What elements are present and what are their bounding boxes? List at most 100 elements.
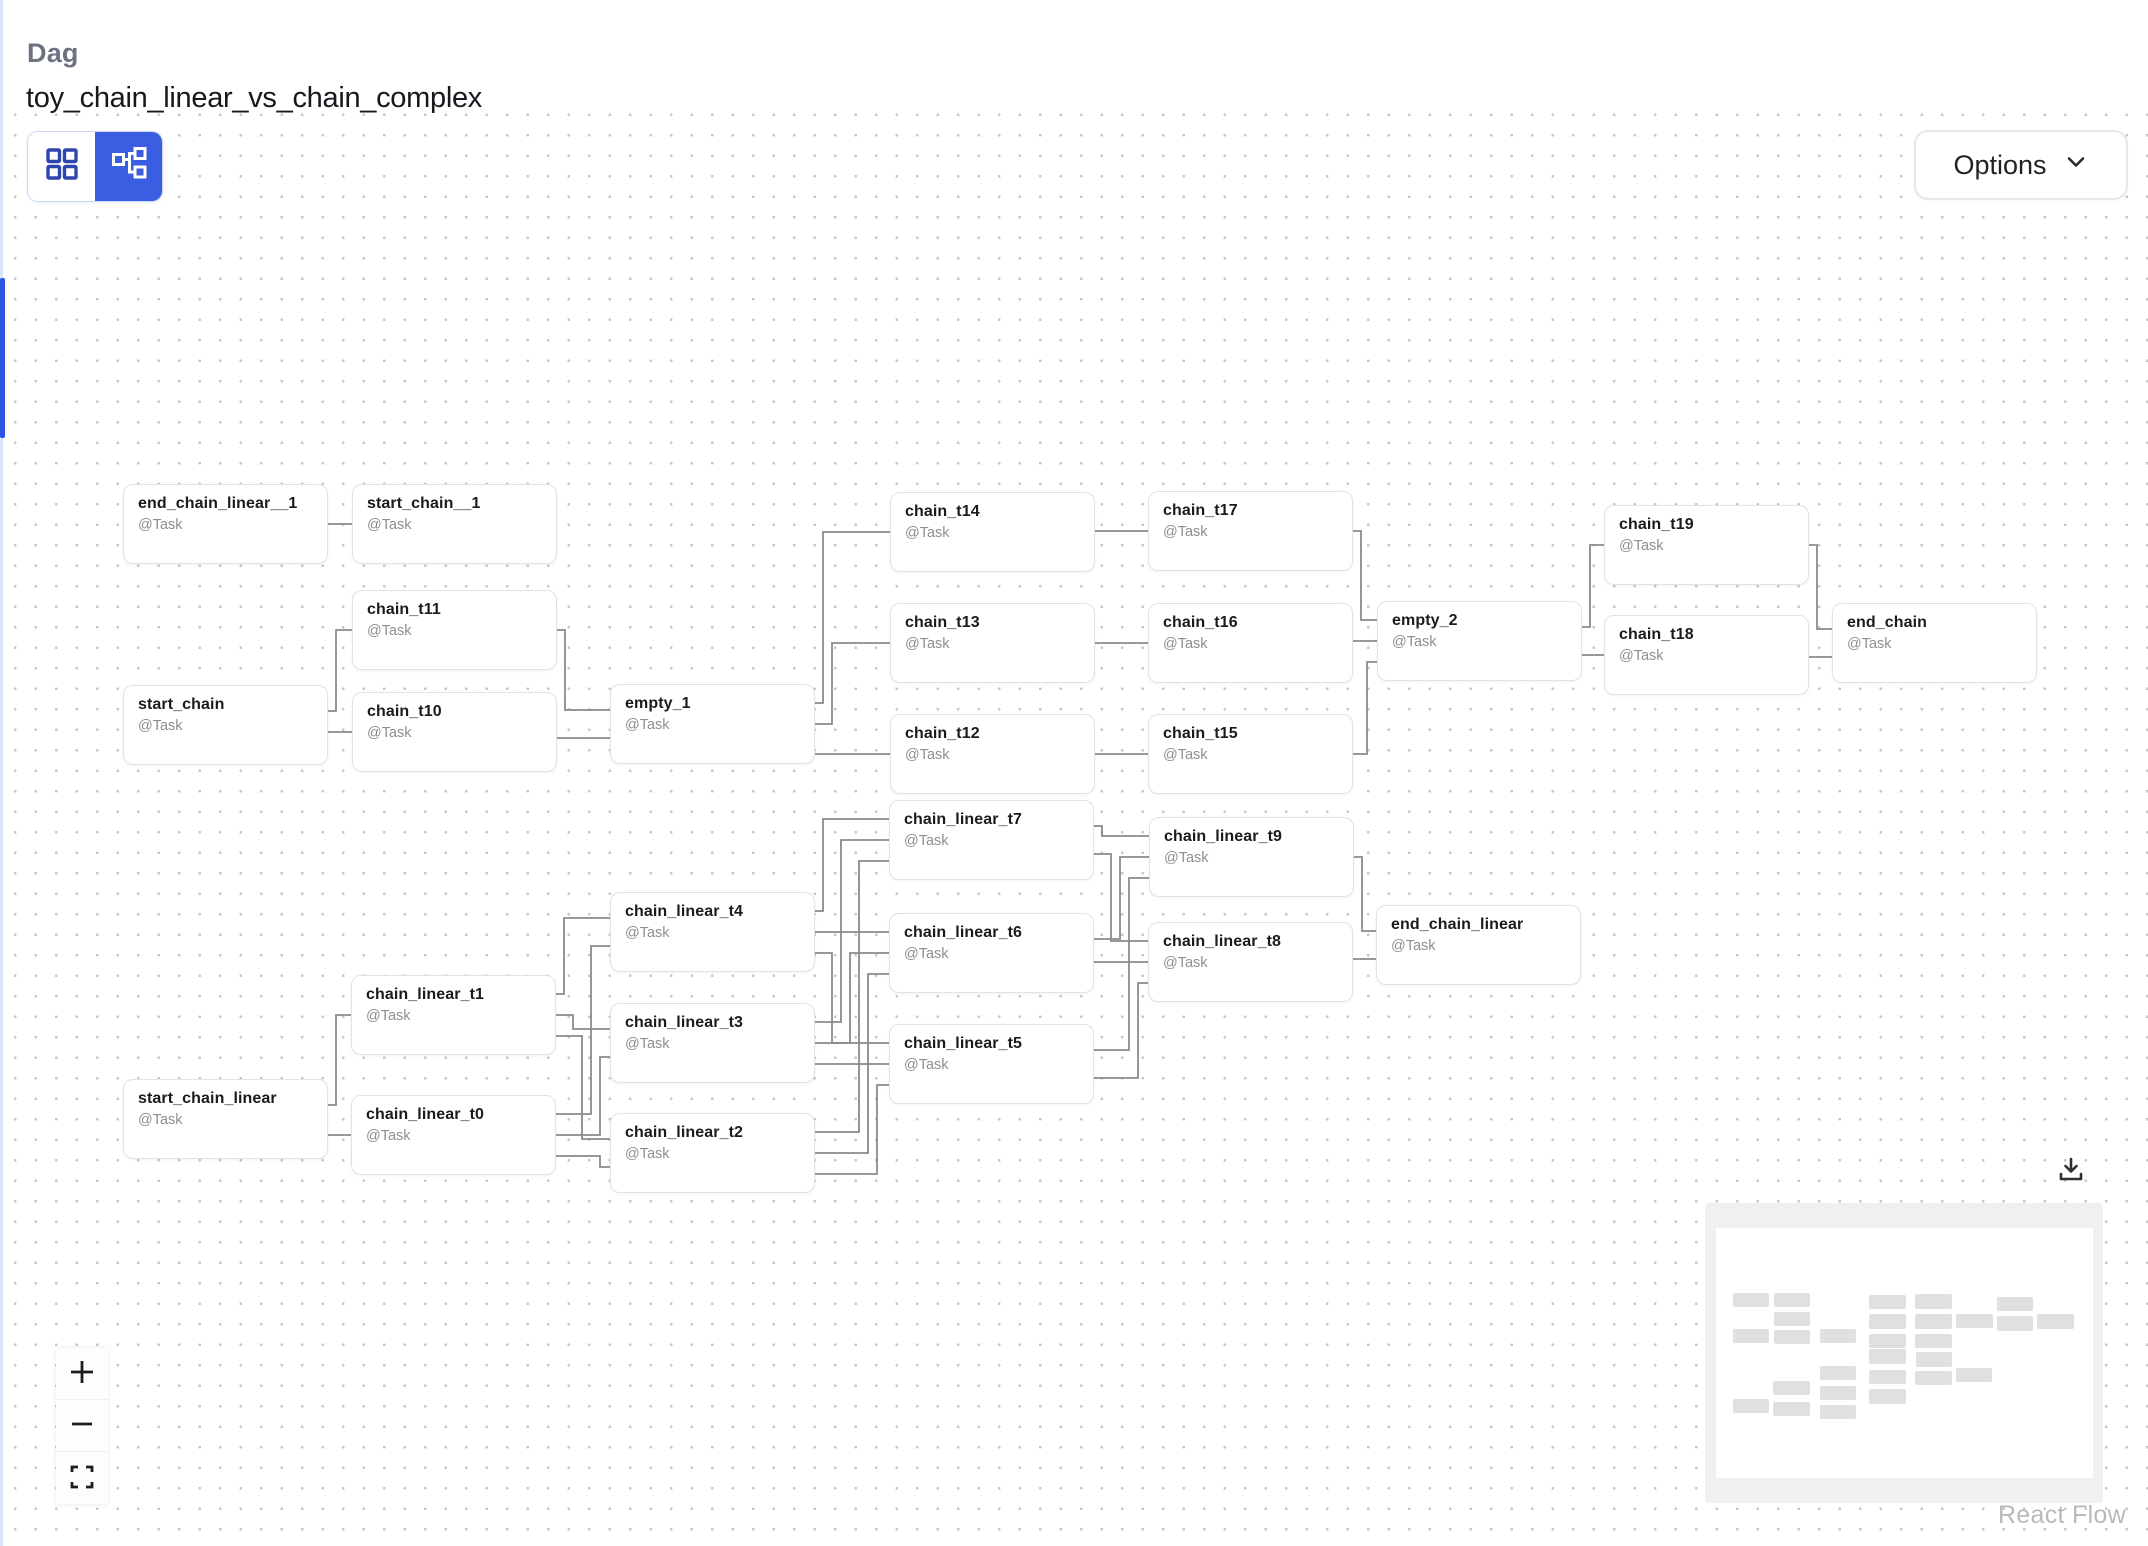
task-node-title: chain_t12 bbox=[905, 725, 980, 742]
task-node-subtitle: @Task bbox=[1619, 648, 1664, 664]
edge-chain_linear_t3-to-chain_linear_t6 bbox=[815, 952, 889, 1044]
task-node-start_chain__1[interactable]: start_chain__1@Task bbox=[352, 484, 557, 564]
task-node-subtitle: @Task bbox=[1163, 955, 1208, 971]
task-node-subtitle: @Task bbox=[1163, 636, 1208, 652]
chevron-down-icon bbox=[2063, 149, 2089, 182]
task-node-subtitle: @Task bbox=[905, 747, 950, 763]
task-node-subtitle: @Task bbox=[625, 925, 670, 941]
task-node-chain_t12[interactable]: chain_t12 @Task bbox=[890, 714, 1095, 794]
options-button[interactable]: Options bbox=[1914, 130, 2128, 200]
zoom-controls bbox=[56, 1348, 108, 1504]
task-node-start_chain[interactable]: start_chain@Task bbox=[123, 685, 328, 765]
options-button-label: Options bbox=[1953, 149, 2047, 180]
task-node-title: chain_linear_t2 bbox=[625, 1124, 743, 1141]
task-node-end_chain_linear[interactable]: end_chain_linear@Task bbox=[1376, 905, 1581, 985]
task-node-chain_linear_t7[interactable]: chain_linear_t7@Task bbox=[889, 800, 1094, 880]
task-node-title: chain_t11 bbox=[367, 601, 441, 618]
task-node-title: chain_t16 bbox=[1163, 614, 1238, 631]
task-node-chain_linear_t9[interactable]: chain_linear_t9 @Task bbox=[1149, 817, 1354, 897]
edge-chain_linear_t2-to-chain_linear_t7 bbox=[815, 860, 889, 1133]
edge-chain_t15-to-empty_2 bbox=[1353, 661, 1377, 755]
edge-chain_linear_t1-to-chain_linear_t3 bbox=[556, 1014, 610, 1030]
task-node-chain_t13[interactable]: chain_t13@Task bbox=[890, 603, 1095, 683]
task-node-chain_linear_t3[interactable]: chain_linear_t3@Task bbox=[610, 1003, 815, 1083]
task-node-chain_linear_t0[interactable]: chain_linear_t0 @Task bbox=[351, 1095, 556, 1175]
task-node-subtitle: @Task bbox=[1392, 634, 1437, 650]
task-node-empty_1[interactable]: empty_1@Task bbox=[610, 684, 815, 764]
edge-chain_linear_t4-to-chain_linear_t5 bbox=[815, 952, 889, 1044]
task-node-title: empty_1 bbox=[625, 695, 691, 712]
edge-chain_linear_t3-to-chain_linear_t7 bbox=[815, 839, 889, 1023]
task-node-chain_linear_t1[interactable]: chain_linear_t1@Task bbox=[351, 975, 556, 1055]
edge-chain_linear_t1-to-chain_linear_t4 bbox=[556, 917, 610, 995]
minimap-node-end_chain_linear__1 bbox=[1732, 1293, 1770, 1308]
edge-chain_t11-to-empty_1 bbox=[557, 629, 610, 711]
task-node-subtitle: @Task bbox=[1164, 850, 1209, 866]
page-header: Dag toy_chain_linear_vs_chain_complex bbox=[0, 0, 2148, 114]
task-node-subtitle: @Task bbox=[625, 1146, 670, 1162]
task-node-title: chain_t10 bbox=[367, 703, 442, 720]
zoom-in-button[interactable] bbox=[56, 1348, 108, 1400]
edge-start_chain_linear-to-chain_linear_t1 bbox=[328, 1014, 351, 1106]
workflow-icon bbox=[110, 145, 148, 188]
minimap-node-chain_t18 bbox=[1996, 1316, 2033, 1331]
edge-chain_linear_t2-to-chain_linear_t6 bbox=[815, 973, 889, 1154]
minimap-node-chain_t17 bbox=[1915, 1294, 1952, 1309]
minimap[interactable] bbox=[1705, 1203, 2103, 1503]
edge-chain_t17-to-empty_2 bbox=[1353, 530, 1377, 621]
left-scrollbar-track[interactable] bbox=[0, 0, 5, 1546]
task-node-title: chain_linear_t7 bbox=[904, 811, 1022, 828]
task-node-title: chain_t15 bbox=[1163, 725, 1238, 742]
task-node-chain_linear_t6[interactable]: chain_linear_t6@Task bbox=[889, 913, 1094, 993]
task-node-subtitle: @Task bbox=[367, 517, 412, 533]
task-node-title: end_chain bbox=[1847, 614, 1928, 631]
task-node-subtitle: @Task bbox=[1391, 938, 1436, 954]
minimap-node-empty_1 bbox=[1819, 1328, 1857, 1343]
task-node-chain_linear_t2[interactable]: chain_linear_t2 @Task bbox=[610, 1113, 815, 1193]
minimap-node-chain_linear_t0 bbox=[1773, 1401, 1810, 1417]
task-node-title: start_chain_linear bbox=[138, 1090, 277, 1107]
edge-start_chain-to-chain_t11 bbox=[328, 629, 352, 712]
task-node-chain_linear_t4[interactable]: chain_linear_t4@Task bbox=[610, 892, 815, 972]
task-node-empty_2[interactable]: empty_2 @Task bbox=[1377, 601, 1582, 681]
task-node-chain_t16[interactable]: chain_t16 @Task bbox=[1148, 603, 1353, 683]
fit-view-button[interactable] bbox=[56, 1452, 108, 1504]
view-toggle bbox=[27, 131, 163, 202]
task-node-chain_t19[interactable]: chain_t19@Task bbox=[1604, 505, 1809, 585]
task-node-chain_t17[interactable]: chain_t17@Task bbox=[1148, 491, 1353, 571]
task-node-start_chain_linear[interactable]: start_chain_linear @Task bbox=[123, 1079, 328, 1159]
edge-chain_linear_t9-to-end_chain_linear bbox=[1354, 856, 1376, 932]
task-node-subtitle: @Task bbox=[138, 1112, 183, 1128]
task-node-chain_t15[interactable]: chain_t15@Task bbox=[1148, 714, 1353, 794]
task-node-chain_linear_t5[interactable]: chain_linear_t5@Task bbox=[889, 1024, 1094, 1104]
zoom-out-button[interactable] bbox=[56, 1400, 108, 1452]
task-node-title: chain_linear_t9 bbox=[1164, 828, 1282, 845]
task-node-end_chain[interactable]: end_chain@Task bbox=[1832, 603, 2037, 683]
minimap-node-end_chain_linear bbox=[1955, 1368, 1993, 1383]
task-node-chain_t18[interactable]: chain_t18@Task bbox=[1604, 615, 1809, 695]
edge-chain_linear_t0-to-chain_linear_t3 bbox=[556, 1056, 610, 1136]
edge-empty_1-to-chain_t14 bbox=[815, 531, 890, 704]
task-node-chain_linear_t8[interactable]: chain_linear_t8@Task bbox=[1148, 922, 1353, 1002]
task-node-title: chain_linear_t1 bbox=[366, 986, 484, 1003]
task-node-title: chain_t14 bbox=[905, 503, 980, 520]
task-node-subtitle: @Task bbox=[367, 725, 412, 741]
graph-view-button[interactable] bbox=[95, 132, 162, 201]
task-node-chain_t14[interactable]: chain_t14@Task bbox=[890, 492, 1095, 572]
download-button[interactable] bbox=[2050, 1150, 2092, 1192]
task-node-chain_t11[interactable]: chain_t11@Task bbox=[352, 590, 557, 670]
left-scrollbar-thumb[interactable] bbox=[0, 278, 5, 438]
task-node-title: end_chain_linear__1 bbox=[138, 495, 298, 512]
task-node-title: start_chain bbox=[138, 696, 225, 713]
task-node-subtitle: @Task bbox=[366, 1128, 411, 1144]
edge-empty_1-to-chain_t13 bbox=[815, 642, 890, 725]
task-node-title: empty_2 bbox=[1392, 612, 1458, 629]
task-node-title: chain_linear_t0 bbox=[366, 1106, 484, 1123]
download-icon bbox=[2055, 1154, 2087, 1189]
task-node-end_chain_linear__1[interactable]: end_chain_linear__1@Task bbox=[123, 484, 328, 564]
grid-icon bbox=[44, 146, 80, 187]
task-node-chain_t10[interactable]: chain_t10 @Task bbox=[352, 692, 557, 772]
grid-view-button[interactable] bbox=[28, 132, 95, 201]
minimap-node-chain_linear_t1 bbox=[1773, 1380, 1810, 1395]
